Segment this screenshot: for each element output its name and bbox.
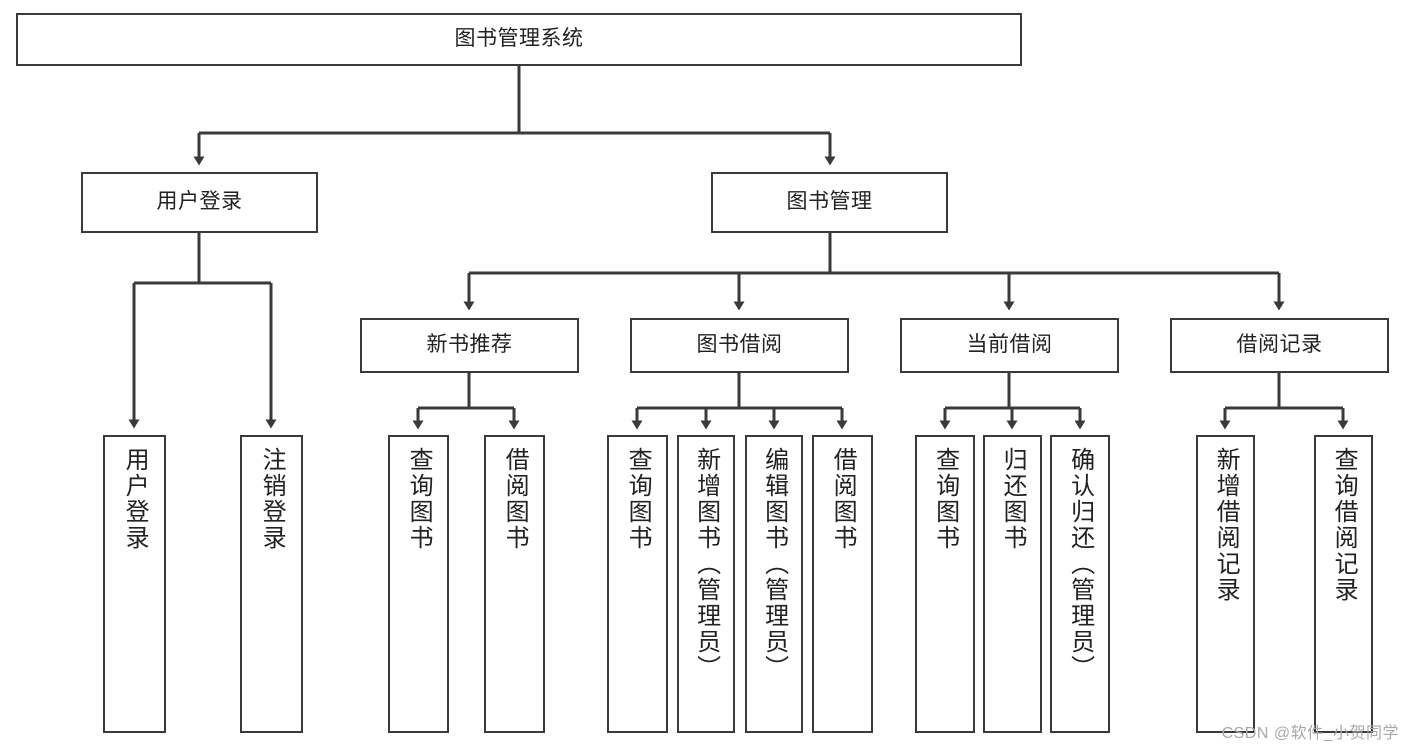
leaf-logout[interactable]: 注销登录	[240, 435, 303, 733]
leaf-logout-label: 注销登录	[258, 447, 286, 551]
leaf-user-login[interactable]: 用户登录	[103, 435, 166, 733]
leaf-confirm-return[interactable]: 确认归还（管理员）	[1050, 435, 1110, 733]
leaf-add-book[interactable]: 新增图书（管理员）	[677, 435, 735, 733]
node-borrow-record[interactable]: 借阅记录	[1170, 318, 1389, 373]
leaf-add-book-label: 新增图书（管理员）	[692, 447, 720, 681]
leaf-query-book-3-label: 查询图书	[931, 447, 959, 551]
leaf-query-record[interactable]: 查询借阅记录	[1314, 435, 1373, 733]
leaf-return-book-label: 归还图书	[999, 447, 1027, 551]
node-borrow-record-label: 借阅记录	[1236, 333, 1323, 357]
leaf-add-record-label: 新增借阅记录	[1212, 447, 1240, 603]
node-new-book-recommend-label: 新书推荐	[426, 333, 513, 357]
leaf-confirm-return-label: 确认归还（管理员）	[1066, 447, 1094, 681]
node-user-login[interactable]: 用户登录	[81, 172, 318, 233]
leaf-edit-book[interactable]: 编辑图书（管理员）	[745, 435, 803, 733]
node-book-mgmt[interactable]: 图书管理	[711, 172, 948, 233]
leaf-user-login-label: 用户登录	[121, 447, 149, 551]
watermark: CSDN @软件_小贺同学	[1221, 725, 1399, 742]
node-book-mgmt-label: 图书管理	[786, 190, 873, 214]
node-root-label: 图书管理系统	[454, 27, 584, 51]
leaf-query-book-1[interactable]: 查询图书	[388, 435, 449, 733]
node-current-borrow[interactable]: 当前借阅	[900, 318, 1119, 373]
leaf-query-book-3[interactable]: 查询图书	[915, 435, 975, 733]
node-new-book-recommend[interactable]: 新书推荐	[360, 318, 579, 373]
leaf-edit-book-label: 编辑图书（管理员）	[760, 447, 788, 681]
leaf-borrow-book-1-label: 借阅图书	[501, 447, 529, 551]
node-book-borrow[interactable]: 图书借阅	[630, 318, 849, 373]
leaf-return-book[interactable]: 归还图书	[983, 435, 1042, 733]
leaf-query-book-1-label: 查询图书	[405, 447, 433, 551]
leaf-borrow-book-2-label: 借阅图书	[829, 447, 857, 551]
leaf-borrow-book-1[interactable]: 借阅图书	[484, 435, 545, 733]
node-user-login-label: 用户登录	[156, 190, 243, 214]
leaf-query-book-2-label: 查询图书	[624, 447, 652, 551]
node-current-borrow-label: 当前借阅	[966, 333, 1053, 357]
leaf-query-record-label: 查询借阅记录	[1330, 447, 1358, 603]
leaf-borrow-book-2[interactable]: 借阅图书	[812, 435, 873, 733]
node-root[interactable]: 图书管理系统	[16, 13, 1022, 66]
node-book-borrow-label: 图书借阅	[696, 333, 783, 357]
leaf-add-record[interactable]: 新增借阅记录	[1196, 435, 1255, 733]
leaf-query-book-2[interactable]: 查询图书	[607, 435, 668, 733]
